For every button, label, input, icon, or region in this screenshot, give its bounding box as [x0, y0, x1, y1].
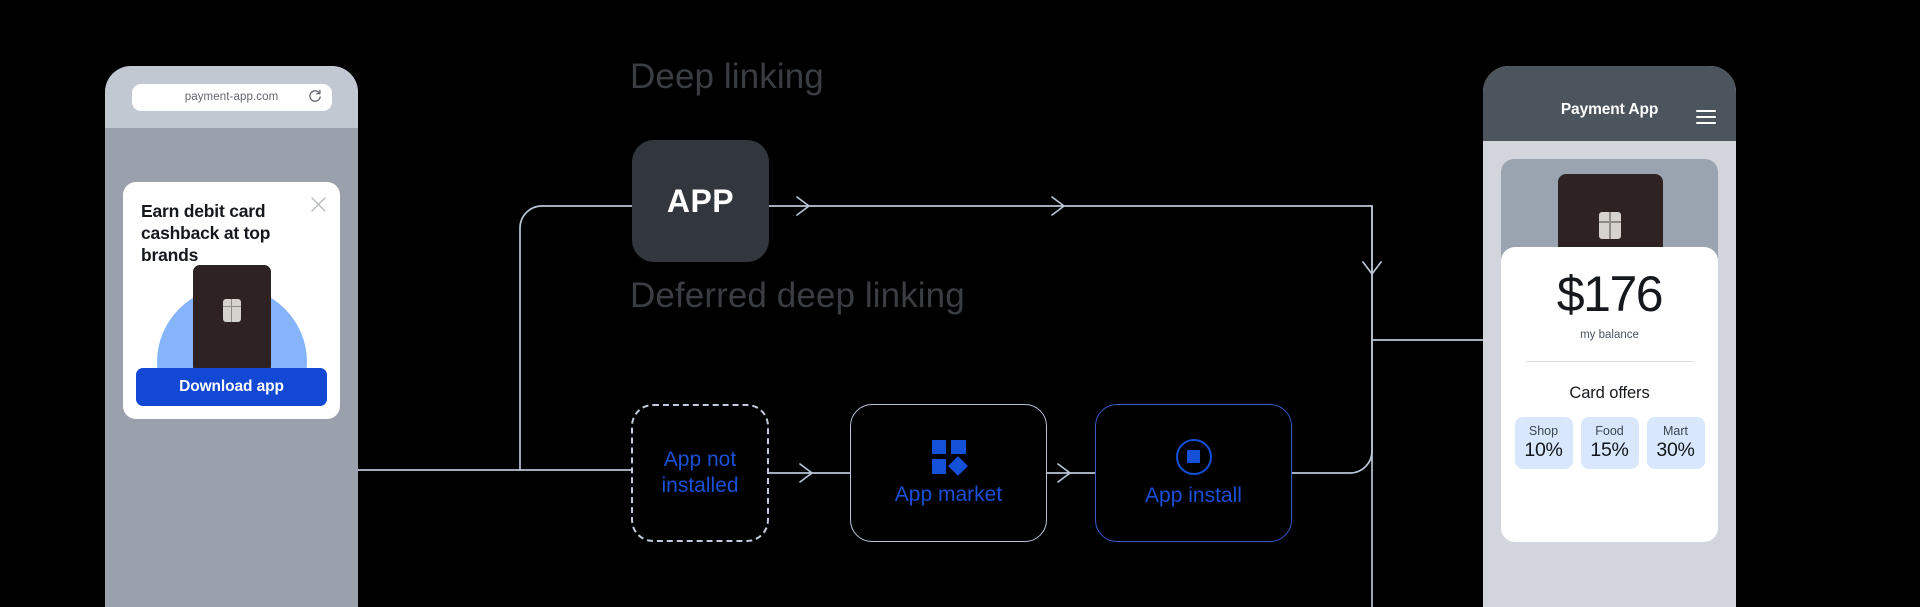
app-node[interactable]: APP — [632, 140, 769, 262]
debit-card-illustration — [123, 259, 340, 375]
section-label-deep-linking: Deep linking — [630, 57, 824, 96]
app-header: Payment App — [1483, 66, 1736, 141]
promo-card: Earn debit card cashback at top brands D… — [123, 182, 340, 419]
app-install-circle-icon — [1175, 438, 1212, 475]
node-app-install[interactable]: App install — [1095, 404, 1292, 542]
balance-caption: my balance — [1580, 329, 1639, 341]
download-app-button[interactable]: Download app — [136, 368, 327, 406]
reload-icon[interactable] — [308, 89, 322, 105]
app-market-grid-icon — [931, 439, 968, 476]
balance-sheet: $176 my balance Card offers Shop 10% Foo… — [1501, 247, 1718, 542]
node-app-market-label: App market — [894, 482, 1003, 506]
node-app-not-installed-label: App not installed — [661, 447, 739, 497]
node-app-not-installed[interactable]: App not installed — [631, 404, 769, 542]
url-text: payment-app.com — [184, 91, 279, 103]
close-icon[interactable] — [310, 196, 327, 213]
card-offers-title: Card offers — [1569, 384, 1650, 402]
balance-amount: $176 — [1556, 266, 1664, 322]
section-label-deferred-deep-linking: Deferred deep linking — [630, 276, 965, 315]
divider — [1525, 361, 1694, 362]
card-offers-row: Shop 10% Food 15% Mart 30% — [1501, 417, 1718, 469]
node-app-install-label: App install — [1145, 483, 1242, 507]
promo-title: Earn debit card cashback at top brands — [141, 201, 271, 266]
offer-percent: 10% — [1524, 439, 1563, 461]
offer-name: Food — [1595, 424, 1624, 438]
app-title: Payment App — [1560, 100, 1659, 118]
browser-chrome: payment-app.com — [105, 66, 358, 128]
offer-name: Mart — [1663, 424, 1688, 438]
offer-name: Shop — [1528, 424, 1559, 438]
offer-chip-shop[interactable]: Shop 10% — [1514, 417, 1573, 469]
url-bar[interactable]: payment-app.com — [131, 83, 332, 111]
app-node-label: APP — [666, 182, 735, 219]
hamburger-menu-icon[interactable] — [1696, 110, 1716, 124]
node-app-market[interactable]: App market — [850, 404, 1047, 542]
app-phone-mockup: Payment App $176 my balance Card offers … — [1483, 66, 1736, 607]
offer-chip-food[interactable]: Food 15% — [1580, 417, 1639, 469]
offer-chip-mart[interactable]: Mart 30% — [1646, 417, 1705, 469]
offer-percent: 15% — [1590, 439, 1629, 461]
browser-phone-mockup: payment-app.com Earn debit card cashback… — [105, 66, 358, 607]
offer-percent: 30% — [1656, 439, 1695, 461]
